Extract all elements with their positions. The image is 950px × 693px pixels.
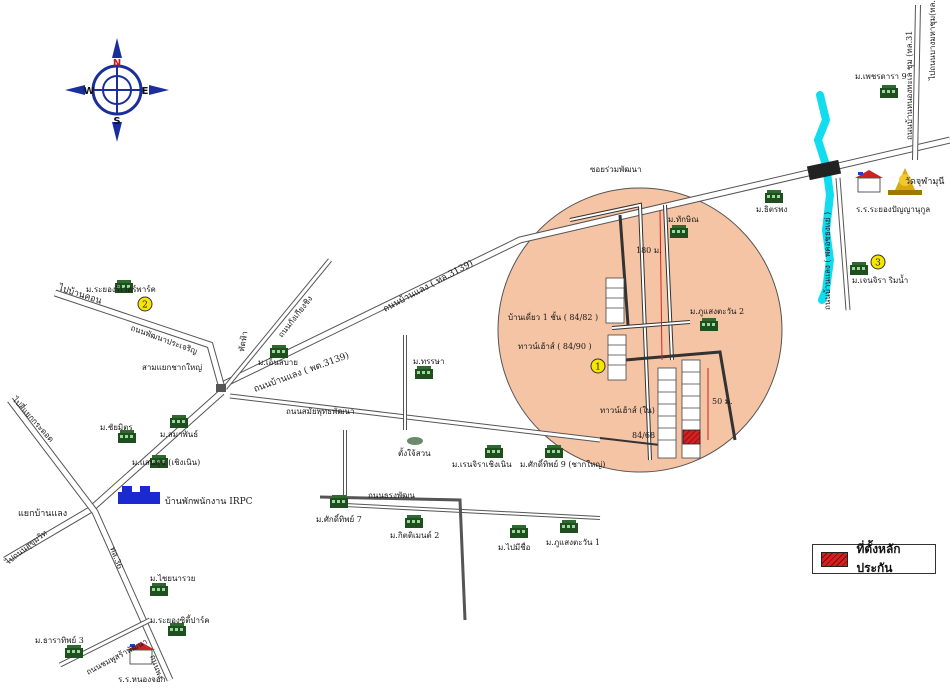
river (813, 91, 835, 304)
svg-text:ทล.36: ทล.36 (108, 546, 124, 571)
block-town2 (607, 334, 627, 381)
road-labels: ถนนบ้านแลง ( ทล.3139) ถนนบ้านแลง ( พด.31… (3, 0, 937, 680)
marker-1[interactable]: 1 (590, 358, 606, 374)
svg-text:50 ม.: 50 ม. (712, 397, 733, 406)
svg-text:W: W (83, 86, 94, 97)
irpc-building-icon (118, 486, 160, 504)
svg-text:ทาวน์เฮ้าส์ (ใน): ทาวน์เฮ้าส์ (ใน) (600, 405, 655, 415)
svg-text:ม.ทักษิณ: ม.ทักษิณ (668, 215, 699, 224)
svg-text:ทาวน์เฮ้าส์ ( 84/90 ): ทาวน์เฮ้าส์ ( 84/90 ) (518, 341, 592, 351)
svg-text:84/68: 84/68 (632, 431, 655, 440)
svg-text:วัดจุฬามุนี: วัดจุฬามุนี (905, 176, 944, 187)
property-zone-circle (497, 187, 783, 473)
svg-text:N: N (113, 58, 121, 69)
svg-text:สามแยกชากใหญ่: สามแยกชากใหญ่ (142, 363, 202, 372)
legend-label: ที่ตั้งหลักประกัน (856, 542, 901, 575)
route-line (659, 209, 663, 361)
svg-text:1: 1 (595, 363, 601, 373)
intersection-icon (216, 384, 226, 392)
svg-text:ม.กิตติเมนต์ 2: ม.กิตติเมนต์ 2 (390, 530, 439, 540)
svg-text:ถนนธรงพัฒน: ถนนธรงพัฒน (368, 491, 415, 500)
svg-text:ม.ระยองรีเวอร์พาร์ค: ม.ระยองรีเวอร์พาร์ค (86, 284, 156, 294)
school-icon-rayong (855, 170, 883, 193)
svg-text:180 ม.: 180 ม. (636, 246, 662, 255)
svg-text:ถนนบ้านหนองทะเล ชุม (ทล.31: ถนนบ้านหนองทะเล ชุม (ทล.31 (905, 31, 914, 140)
bridge (806, 159, 842, 181)
svg-text:ม.ระยองซิตี้ปาร์ค: ม.ระยองซิตี้ปาร์ค (150, 614, 210, 625)
road-network (3, 4, 921, 682)
property-plot[interactable] (682, 429, 701, 445)
legend-swatch (821, 551, 849, 567)
svg-text:ม.ธิตรพง: ม.ธิตรพง (756, 205, 787, 214)
svg-text:บ้านเดี่ยว 1 ชั้น ( 84/82 ): บ้านเดี่ยว 1 ชั้น ( 84/82 ) (508, 311, 598, 322)
svg-text:3: 3 (875, 259, 881, 269)
svg-text:ม.ไปมีชื่อ: ม.ไปมีชื่อ (498, 541, 531, 552)
svg-text:ม.ธาราทิพย์ 3: ม.ธาราทิพย์ 3 (35, 635, 84, 645)
svg-text:ทัดฟ้า: ทัดฟ้า (237, 330, 249, 352)
tree-icon (407, 437, 423, 445)
svg-text:ร.ร.หนองจอก: ร.ร.หนองจอก (118, 675, 166, 684)
svg-text:ร.ร.ระยองปัญญานุกูล: ร.ร.ระยองปัญญานุกูล (856, 205, 930, 215)
svg-text:แยกบ้านแลง: แยกบ้านแลง (18, 508, 67, 519)
legend: ที่ตั้งหลักประกัน (812, 542, 936, 575)
school-icon-nongchok (127, 642, 155, 665)
svg-text:ตั้งใจ้สวน: ตั้งใจ้สวน (398, 447, 431, 458)
svg-text:E: E (142, 86, 149, 97)
svg-text:ม.ศักดิ์ทิพย์ 9 (ชากใหญ่): ม.ศักดิ์ทิพย์ 9 (ชากใหญ่) (520, 458, 605, 469)
svg-text:ถนนบ้านแลง ( พคอชธงแย่ ): ถนนบ้านแลง ( พคอชธงแย่ ) (823, 212, 832, 310)
svg-text:ถนนสมัยพุทธพัฒนา: ถนนสมัยพุทธพัฒนา (286, 407, 355, 416)
svg-text:ไปถนนบางมหาชุม(ทล.313): ไปถนนบางมหาชุม(ทล.313) (928, 0, 937, 81)
svg-text:ม.แสนสุข (เชิงเนิน): ม.แสนสุข (เชิงเนิน) (132, 458, 200, 467)
svg-text:ม.ศักดิ์ทิพย์ 7: ม.ศักดิ์ทิพย์ 7 (316, 513, 362, 524)
svg-text:ถนนบ้านแลง ( ทล.3139): ถนนบ้านแลง ( ทล.3139) (381, 258, 475, 315)
svg-text:ม.เรนจิราเชิงเนิน: ม.เรนจิราเชิงเนิน (452, 460, 512, 469)
svg-text:ม.เอ็นสบาย: ม.เอ็นสบาย (258, 357, 298, 367)
svg-text:ไปถนนสุขุมวิท: ไปถนนสุขุมวิท (3, 529, 49, 568)
marker-3[interactable]: 3 (870, 254, 886, 270)
svg-text:ถนนบ้านแลง ( พด.3139): ถนนบ้านแลง ( พด.3139) (252, 350, 350, 395)
temple-icon (888, 168, 922, 195)
marker-2[interactable]: 2 (137, 296, 153, 312)
place-labels: ม.ระยองรีเวอร์พาร์ค ม.เอ็นสบาย ม.ชัยมิตร… (35, 72, 944, 684)
svg-text:ม.เจนจิรา ริมน้ำ: ม.เจนจิรา ริมน้ำ (852, 274, 908, 285)
svg-text:S: S (113, 116, 120, 127)
block-town1 (605, 277, 625, 324)
svg-text:ม.ไชยนารวย: ม.ไชยนารวย (150, 574, 195, 583)
svg-text:2: 2 (142, 301, 148, 311)
svg-text:ซอยร่วมพัฒนา: ซอยร่วมพัฒนา (590, 165, 641, 174)
svg-text:ม.ภูแสงตะวัน 1: ม.ภูแสงตะวัน 1 (546, 538, 600, 548)
svg-text:ม.เพชรดารา 9: ม.เพชรดารา 9 (855, 72, 907, 81)
svg-text:ม.ทรรษา: ม.ทรรษา (413, 357, 444, 366)
compass-rose: N S W E (65, 38, 169, 142)
svg-text:บ้านพักพนักงาน IRPC: บ้านพักพนักงาน IRPC (165, 496, 253, 507)
svg-text:ม.สมาพันธ์: ม.สมาพันธ์ (160, 429, 198, 439)
svg-text:ม.ภูแสงตะวัน 2: ม.ภูแสงตะวัน 2 (690, 307, 744, 317)
svg-text:ม.ชัยมิตร: ม.ชัยมิตร (100, 423, 133, 432)
main-road-ban-laeng (218, 136, 950, 390)
